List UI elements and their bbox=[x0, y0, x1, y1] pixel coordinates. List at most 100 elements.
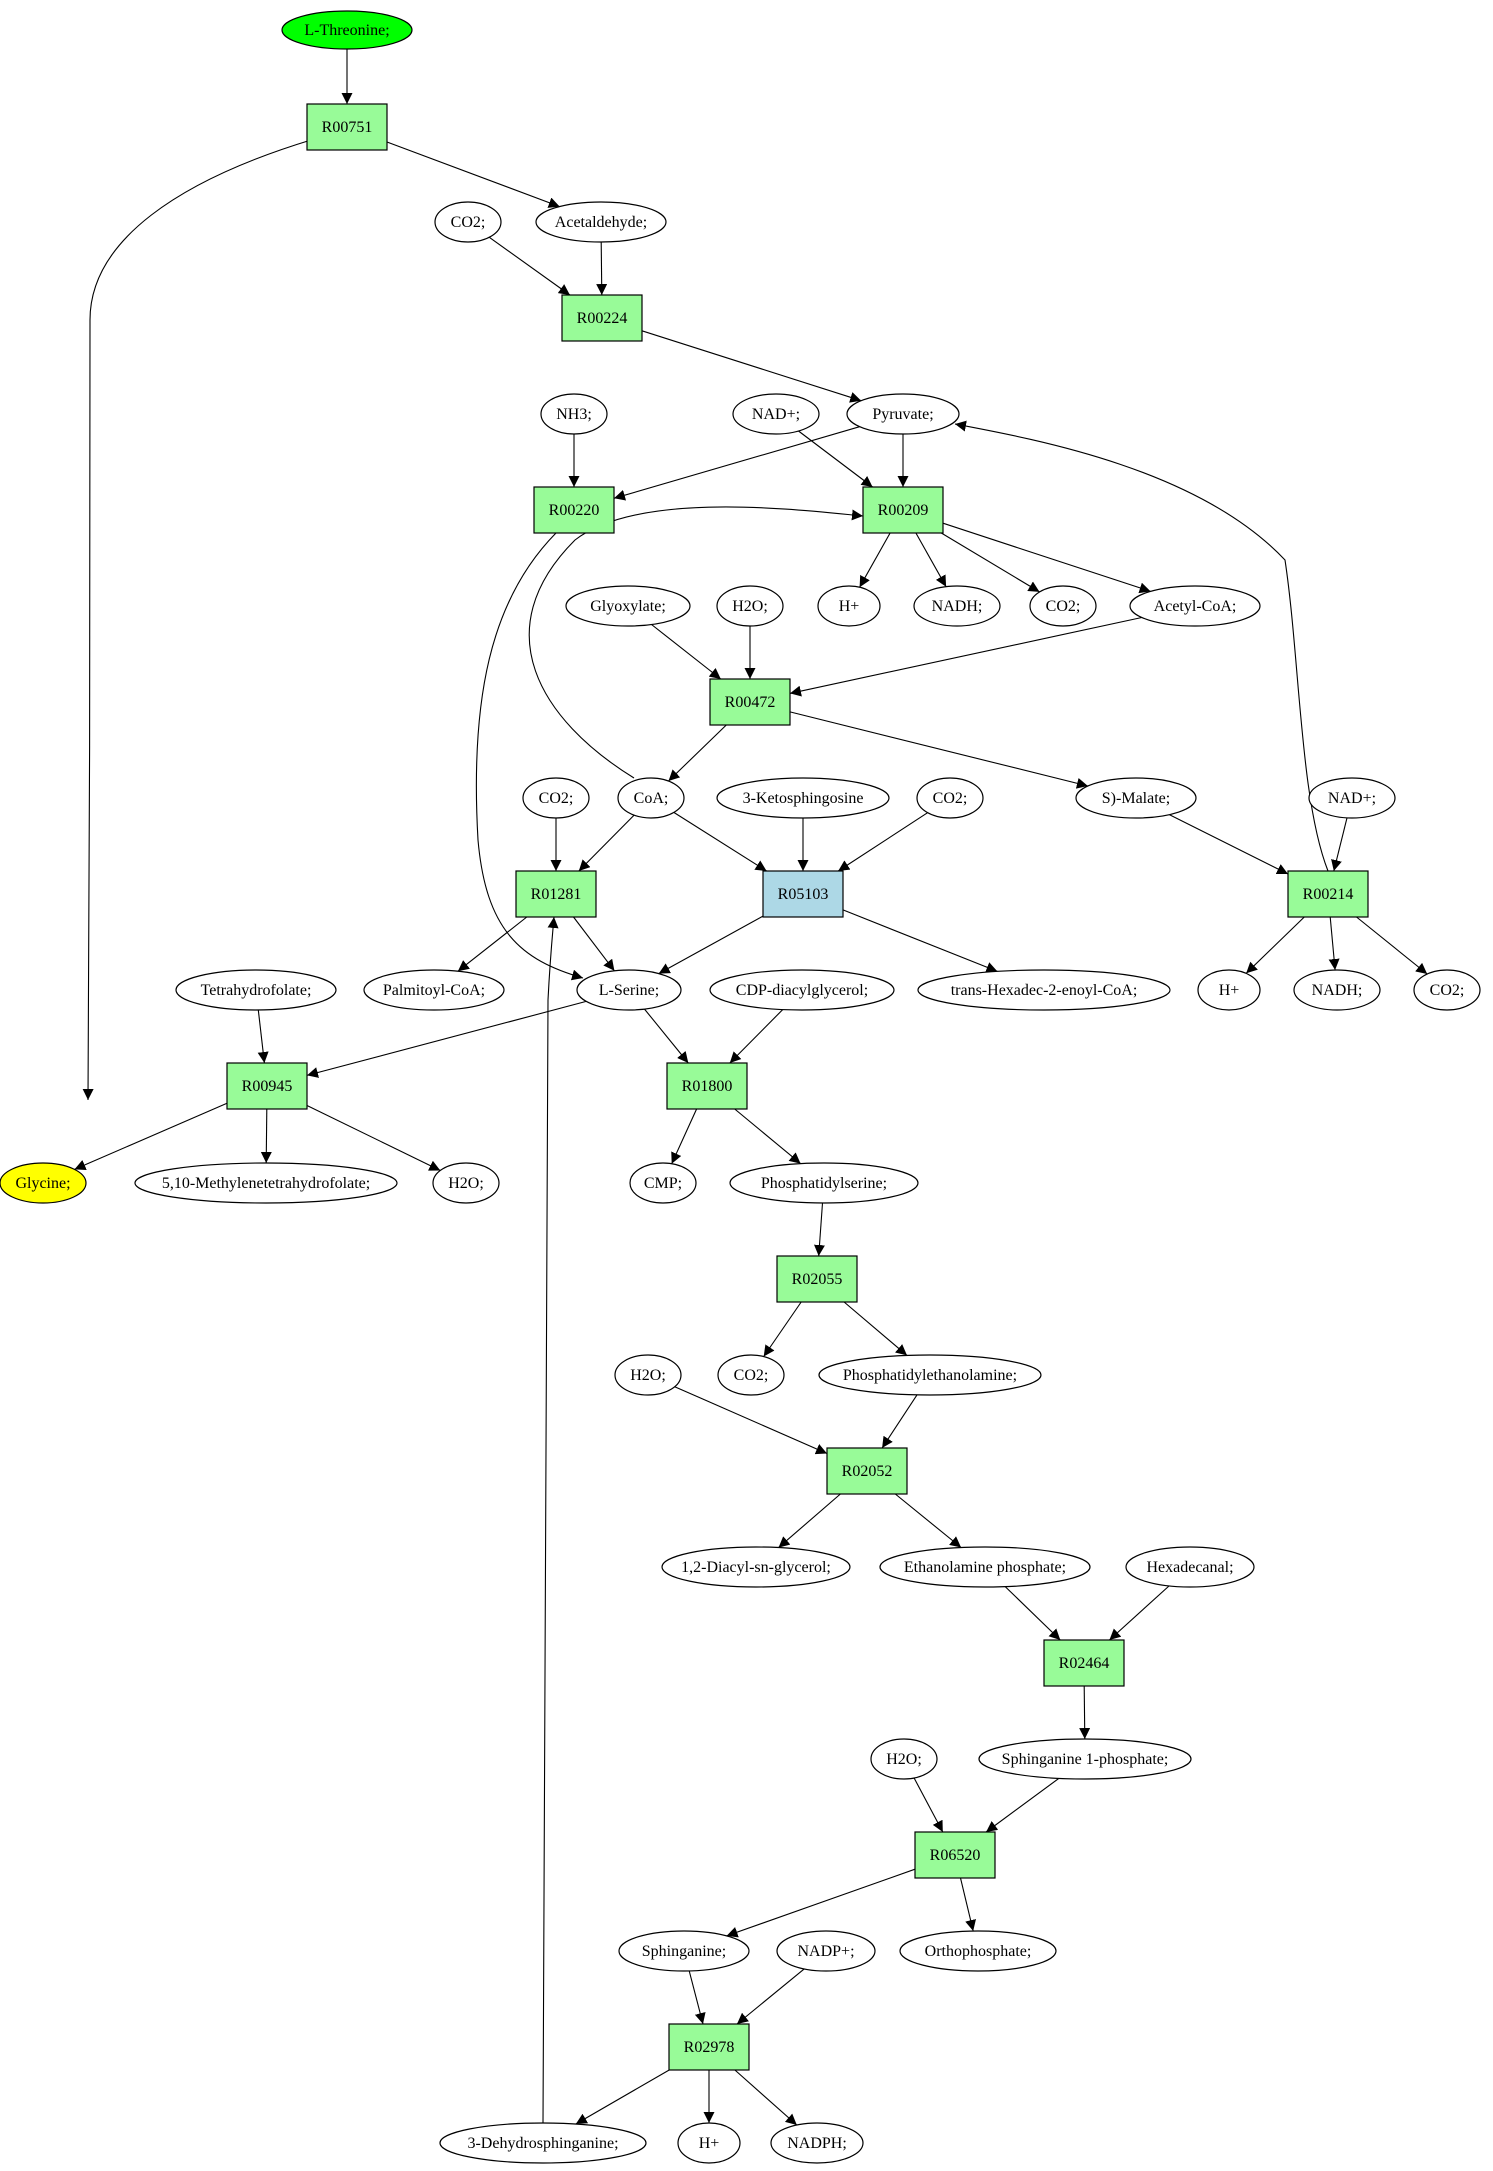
node-label: R00214 bbox=[1303, 886, 1354, 903]
compound-node-n_accoa[interactable]: Acetyl-CoA; bbox=[1129, 585, 1261, 627]
reaction-node-r00472[interactable]: R00472 bbox=[709, 678, 791, 726]
compound-node-n_h2o_d[interactable]: H2O; bbox=[870, 1738, 938, 1780]
compound-node-n_pe[interactable]: Phosphatidylethanolamine; bbox=[818, 1354, 1042, 1396]
compound-node-n_nadh_b[interactable]: NADH; bbox=[1293, 969, 1381, 1011]
compound-node-n_h2o_a[interactable]: H2O; bbox=[716, 585, 784, 627]
reaction-box bbox=[709, 678, 791, 726]
compound-node-n_nad_a[interactable]: NAD+; bbox=[732, 393, 820, 435]
compound-node-n_pser[interactable]: Phosphatidylserine; bbox=[729, 1162, 919, 1204]
node-label: H2O; bbox=[732, 598, 768, 615]
compound-node-n_sph[interactable]: Sphinganine; bbox=[618, 1930, 750, 1972]
compound-node-n_nh3[interactable]: NH3; bbox=[540, 393, 608, 435]
compound-ellipse bbox=[434, 201, 502, 243]
edge-n_coa-to-r05103 bbox=[673, 811, 767, 872]
compound-node-n_hp_c[interactable]: H+ bbox=[677, 2122, 741, 2164]
compound-node-n_meth[interactable]: 5,10-Methylenetetrahydrofolate; bbox=[134, 1162, 398, 1204]
compound-node-n_nadh_a[interactable]: NADH; bbox=[913, 585, 1001, 627]
compound-node-n_nadph[interactable]: NADPH; bbox=[770, 2122, 864, 2164]
compound-node-n_coa[interactable]: CoA; bbox=[617, 777, 685, 819]
edge-n_coa-to-r00209 bbox=[528, 506, 864, 779]
compound-node-n_dhsph[interactable]: 3-Dehydrosphinganine; bbox=[439, 2122, 647, 2164]
compound-node-n_co2_f[interactable]: CO2; bbox=[717, 1354, 785, 1396]
reaction-node-r00945[interactable]: R00945 bbox=[226, 1062, 308, 1110]
compound-node-n_dag[interactable]: 1,2-Diacyl-sn-glycerol; bbox=[661, 1546, 851, 1588]
reaction-node-r00220[interactable]: R00220 bbox=[533, 486, 615, 534]
compound-node-n_etp[interactable]: Ethanolamine phosphate; bbox=[879, 1546, 1091, 1588]
node-label: R02055 bbox=[792, 1271, 843, 1288]
compound-node-n_pi[interactable]: Orthophosphate; bbox=[899, 1930, 1057, 1972]
node-label: Pyruvate; bbox=[872, 406, 933, 423]
compound-node-n_h2o_c[interactable]: H2O; bbox=[614, 1354, 682, 1396]
edge-n_cdp-to-r01800 bbox=[729, 1009, 784, 1064]
edge-n_ser-to-r00945 bbox=[306, 1000, 587, 1078]
compound-node-n_hexal[interactable]: Hexadecanal; bbox=[1125, 1546, 1255, 1588]
edge-n_co2_a-to-r00224 bbox=[488, 236, 571, 296]
compound-node-n_co2_a[interactable]: CO2; bbox=[434, 201, 502, 243]
compound-node-n_nad_b[interactable]: NAD+; bbox=[1308, 777, 1396, 819]
compound-ellipse bbox=[535, 201, 667, 243]
reaction-box bbox=[862, 486, 944, 534]
compound-node-n_nadp[interactable]: NADP+; bbox=[776, 1930, 876, 1972]
node-label: NADH; bbox=[1312, 982, 1363, 999]
node-label: R00209 bbox=[878, 502, 929, 519]
reaction-node-r02464[interactable]: R02464 bbox=[1043, 1639, 1125, 1687]
node-label: CO2; bbox=[933, 790, 968, 807]
node-label: L-Serine; bbox=[599, 982, 659, 999]
compound-node-n_co2_e[interactable]: CO2; bbox=[1413, 969, 1481, 1011]
reaction-box bbox=[561, 294, 643, 342]
reaction-node-r02055[interactable]: R02055 bbox=[776, 1255, 858, 1303]
compound-node-n_thf[interactable]: Tetrahydrofolate; bbox=[175, 969, 337, 1011]
edge-r01800-to-n_pser bbox=[734, 1108, 801, 1165]
edge-r00751-to-n_acald bbox=[386, 141, 560, 208]
node-label: S)-Malate; bbox=[1102, 790, 1170, 807]
reaction-node-r05103[interactable]: R05103 bbox=[762, 870, 844, 918]
node-label: R02052 bbox=[842, 1463, 893, 1480]
compound-node-n_co2_c[interactable]: CO2; bbox=[522, 777, 590, 819]
edge-n_nad_a-to-r00209 bbox=[798, 430, 873, 488]
node-label: Glyoxylate; bbox=[590, 598, 666, 615]
compound-node-n_acald[interactable]: Acetaldehyde; bbox=[535, 201, 667, 243]
compound-node-n_cmp[interactable]: CMP; bbox=[629, 1162, 697, 1204]
compound-ellipse bbox=[677, 2122, 741, 2164]
compound-node-n_thr[interactable]: L-Threonine; bbox=[281, 10, 413, 50]
compound-node-n_cdp[interactable]: CDP-diacylglycerol; bbox=[709, 969, 895, 1011]
reaction-node-r02978[interactable]: R02978 bbox=[668, 2023, 750, 2071]
edge-n_nadp-to-r02978 bbox=[736, 1968, 805, 2025]
reaction-box bbox=[762, 870, 844, 918]
compound-ellipse bbox=[1075, 777, 1197, 819]
compound-node-n_keto[interactable]: 3-Ketosphingosine bbox=[716, 777, 890, 819]
reaction-node-r01281[interactable]: R01281 bbox=[515, 870, 597, 918]
edge-r02052-to-n_dag bbox=[778, 1493, 841, 1549]
edge-n_hexal-to-r02464 bbox=[1109, 1585, 1170, 1641]
node-label: Sphinganine; bbox=[642, 1943, 726, 1960]
compound-node-n_co2_b[interactable]: CO2; bbox=[1029, 585, 1097, 627]
compound-node-n_gly[interactable]: Glycine; bbox=[0, 1162, 87, 1204]
compound-node-n_hp_a[interactable]: H+ bbox=[817, 585, 881, 627]
compound-node-n_pyr[interactable]: Pyruvate; bbox=[846, 393, 960, 435]
compound-node-n_s1p[interactable]: Sphinganine 1-phosphate; bbox=[978, 1738, 1192, 1780]
node-label: R00945 bbox=[242, 1078, 293, 1095]
compound-ellipse bbox=[1413, 969, 1481, 1011]
reaction-node-r06520[interactable]: R06520 bbox=[914, 1831, 996, 1879]
reaction-node-r00209[interactable]: R00209 bbox=[862, 486, 944, 534]
reaction-box bbox=[226, 1062, 308, 1110]
compound-ellipse bbox=[618, 1930, 750, 1972]
compound-node-n_trans[interactable]: trans-Hexadec-2-enoyl-CoA; bbox=[917, 969, 1171, 1011]
edge-r02055-to-n_co2_f bbox=[763, 1301, 802, 1357]
node-label: 3-Ketosphingosine bbox=[743, 790, 864, 807]
edge-n_h2o_c-to-r02052 bbox=[674, 1386, 828, 1455]
edge-n_mal-to-r00214 bbox=[1169, 814, 1289, 875]
compound-node-n_ser[interactable]: L-Serine; bbox=[576, 969, 682, 1011]
compound-node-n_glyox[interactable]: Glyoxylate; bbox=[565, 585, 691, 627]
compound-node-n_mal[interactable]: S)-Malate; bbox=[1075, 777, 1197, 819]
compound-node-n_palm[interactable]: Palmitoyl-CoA; bbox=[363, 969, 505, 1011]
reaction-node-r00214[interactable]: R00214 bbox=[1287, 870, 1369, 918]
compound-node-n_h2o_b[interactable]: H2O; bbox=[432, 1162, 500, 1204]
compound-node-n_hp_b[interactable]: H+ bbox=[1197, 969, 1261, 1011]
node-label: CO2; bbox=[539, 790, 574, 807]
reaction-node-r00224[interactable]: R00224 bbox=[561, 294, 643, 342]
reaction-node-r02052[interactable]: R02052 bbox=[826, 1447, 908, 1495]
reaction-node-r00751[interactable]: R00751 bbox=[306, 103, 388, 151]
reaction-node-r01800[interactable]: R01800 bbox=[666, 1062, 748, 1110]
compound-node-n_co2_d[interactable]: CO2; bbox=[916, 777, 984, 819]
